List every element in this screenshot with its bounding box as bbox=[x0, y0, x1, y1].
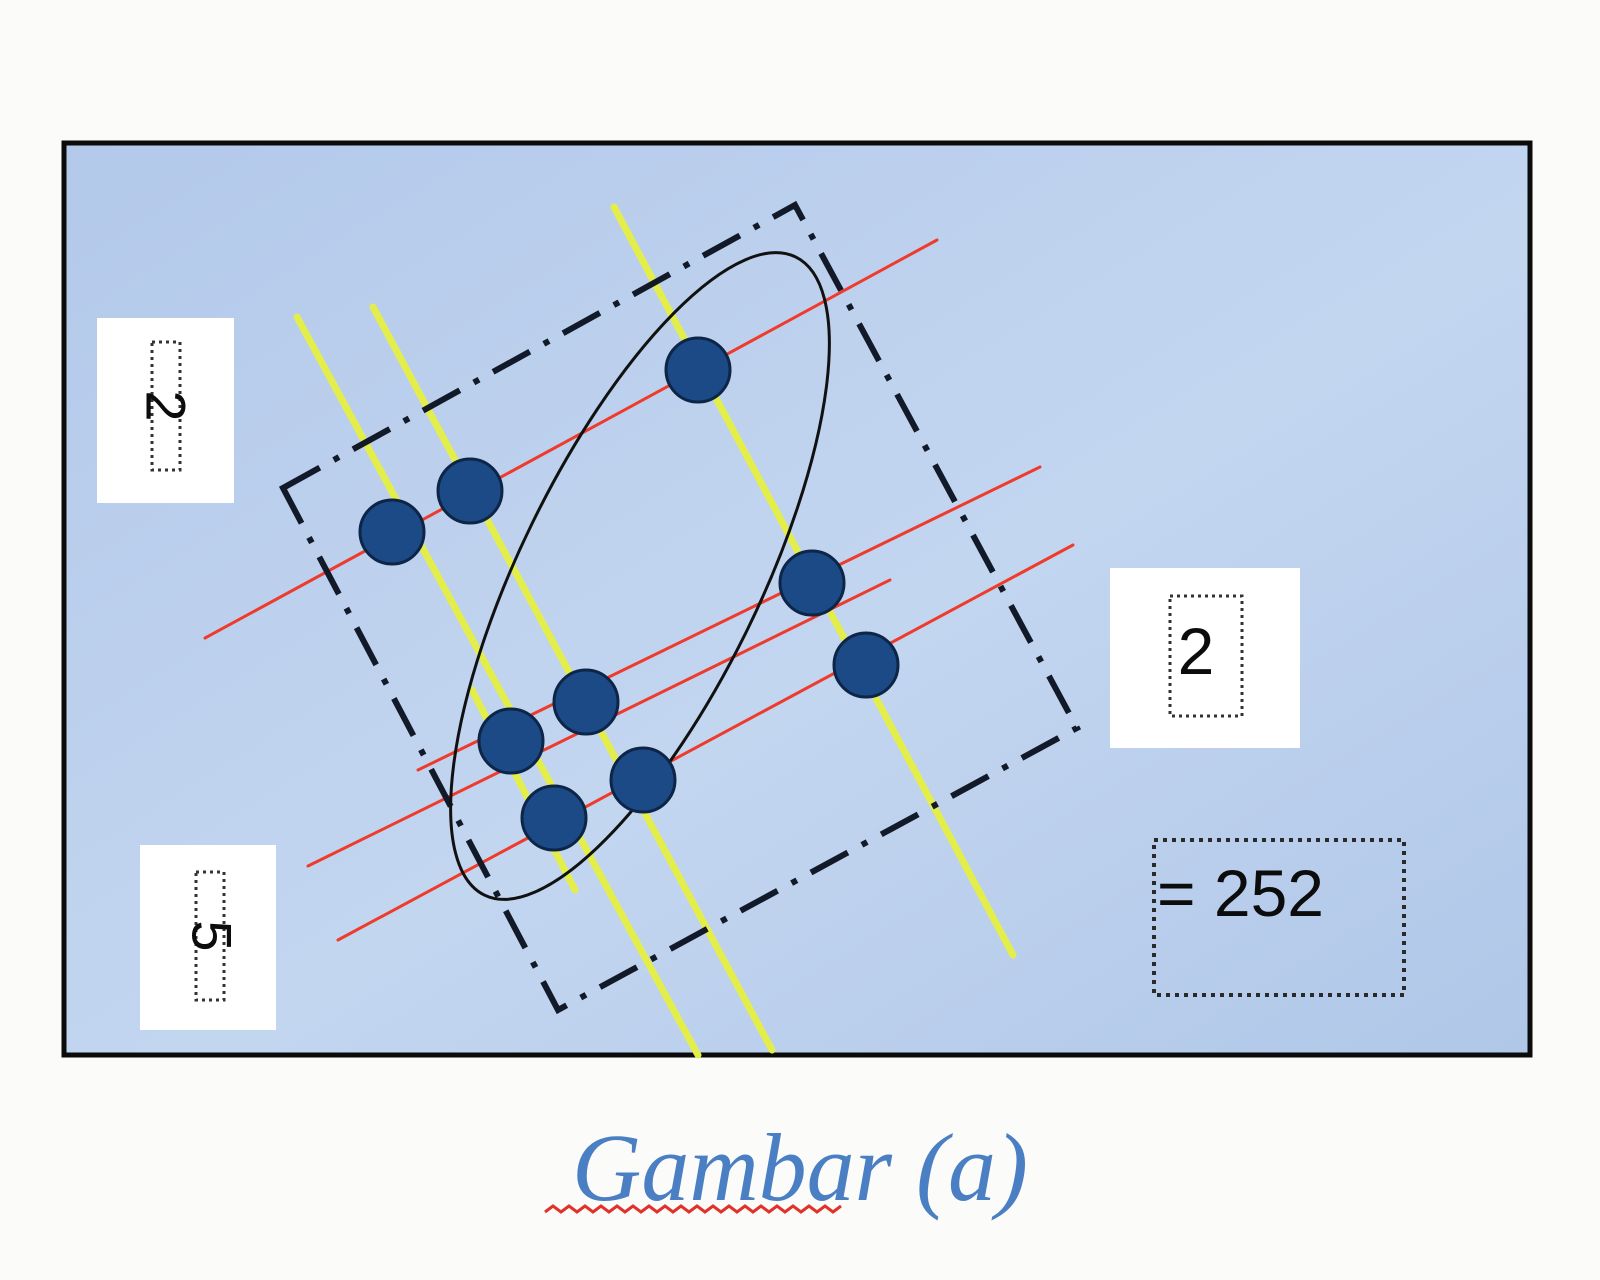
caption-suffix: (a) bbox=[892, 1114, 1028, 1221]
right-label-box: 2 bbox=[1110, 568, 1300, 748]
dot bbox=[477, 707, 545, 775]
dot bbox=[552, 668, 620, 736]
spellcheck-squiggle bbox=[544, 1204, 842, 1214]
dot bbox=[609, 746, 677, 814]
red-line bbox=[336, 543, 1075, 942]
result-label: = 252 bbox=[1157, 856, 1324, 930]
dot bbox=[778, 549, 846, 617]
dot bbox=[436, 457, 504, 525]
ellipse-boundary bbox=[449, 251, 831, 901]
result-box: = 252 bbox=[1152, 838, 1406, 997]
dot bbox=[358, 498, 426, 566]
dot bbox=[520, 784, 588, 852]
dashdot-rectangle bbox=[278, 200, 1082, 1015]
dot bbox=[832, 631, 900, 699]
caption-word: Gambar bbox=[572, 1114, 893, 1221]
left-top-label-box: 2 bbox=[97, 318, 234, 503]
left-bottom-label: 5 bbox=[181, 920, 244, 951]
dots bbox=[358, 336, 900, 852]
left-bottom-label-box: 5 bbox=[140, 845, 276, 1030]
figure-caption: Gambar (a) bbox=[572, 1114, 1028, 1221]
left-top-label: 2 bbox=[135, 390, 198, 421]
right-label: 2 bbox=[1178, 614, 1215, 688]
dot bbox=[664, 336, 732, 404]
